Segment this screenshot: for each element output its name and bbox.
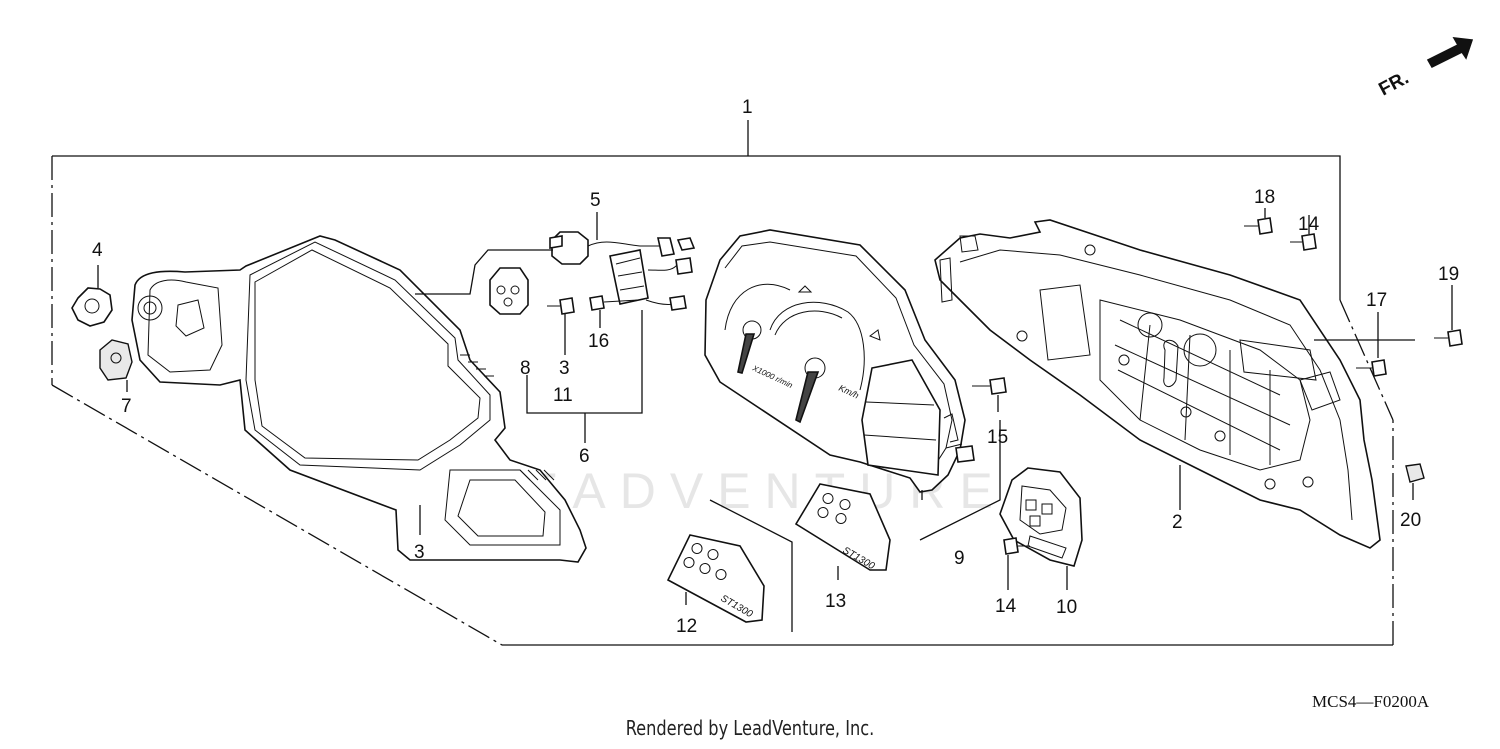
part-20-cushion: [1405, 463, 1425, 500]
part-4-trip-knob: [71, 265, 113, 327]
label-13: 13: [825, 591, 846, 612]
direction-label: FR.: [1375, 68, 1412, 101]
label-2: 2: [1172, 512, 1183, 533]
label-15: 15: [987, 427, 1008, 448]
part-18-screw: [1244, 208, 1273, 235]
part-6-bracket: [526, 310, 643, 443]
label-9: 9: [954, 548, 965, 569]
label-3-case: 3: [414, 542, 425, 563]
part-8-socket: [489, 267, 529, 315]
label-14-lower: 14: [995, 596, 1017, 617]
label-3-screw: 3: [559, 358, 570, 379]
part-16-screw: [589, 295, 639, 328]
label-18: 18: [1254, 187, 1275, 208]
part-14-lower-screw: [1003, 537, 1030, 590]
label-16: 16: [588, 331, 609, 352]
part-10-cover: [999, 467, 1083, 590]
label-5: 5: [590, 190, 601, 211]
label-17: 17: [1366, 290, 1387, 311]
label-4: 4: [92, 240, 103, 261]
label-19: 19: [1438, 264, 1459, 285]
part-9-meter-panel: X1000 r/min Km/h: [704, 229, 1001, 541]
label-10: 10: [1056, 597, 1077, 618]
label-11: 11: [553, 385, 573, 406]
part-3-meter-case: [131, 235, 587, 563]
footer-credit: Rendered by LeadVenture, Inc.: [625, 716, 875, 740]
part-3-screw: [547, 297, 575, 355]
label-7: 7: [121, 396, 132, 417]
part-2-rear-case: [934, 219, 1381, 549]
label-20: 20: [1400, 510, 1421, 531]
part-19-screw: [1314, 285, 1463, 347]
part-12-badge: ST1300: [666, 499, 793, 632]
label-6: 6: [579, 446, 590, 467]
label-1: 1: [742, 97, 753, 118]
part-7-knob-cap: [99, 339, 133, 392]
part-14-upper-screw: [1290, 215, 1317, 251]
part-5-sensor-assembly: [415, 212, 696, 311]
label-12: 12: [676, 616, 697, 637]
part-17-screw: [1356, 312, 1387, 377]
diagram-code: MCS4—F0200A: [1312, 692, 1430, 711]
front-direction-arrow: FR.: [1375, 37, 1474, 101]
part-15-screw: [972, 377, 1007, 412]
label-14-upper: 14: [1298, 214, 1320, 235]
label-8: 8: [520, 358, 531, 379]
part-labels: 1 2 3 3 4 5 6 7 8 9 10 11 12 13 14 14 15…: [92, 97, 1459, 637]
assembly-bracket: [51, 120, 1394, 646]
